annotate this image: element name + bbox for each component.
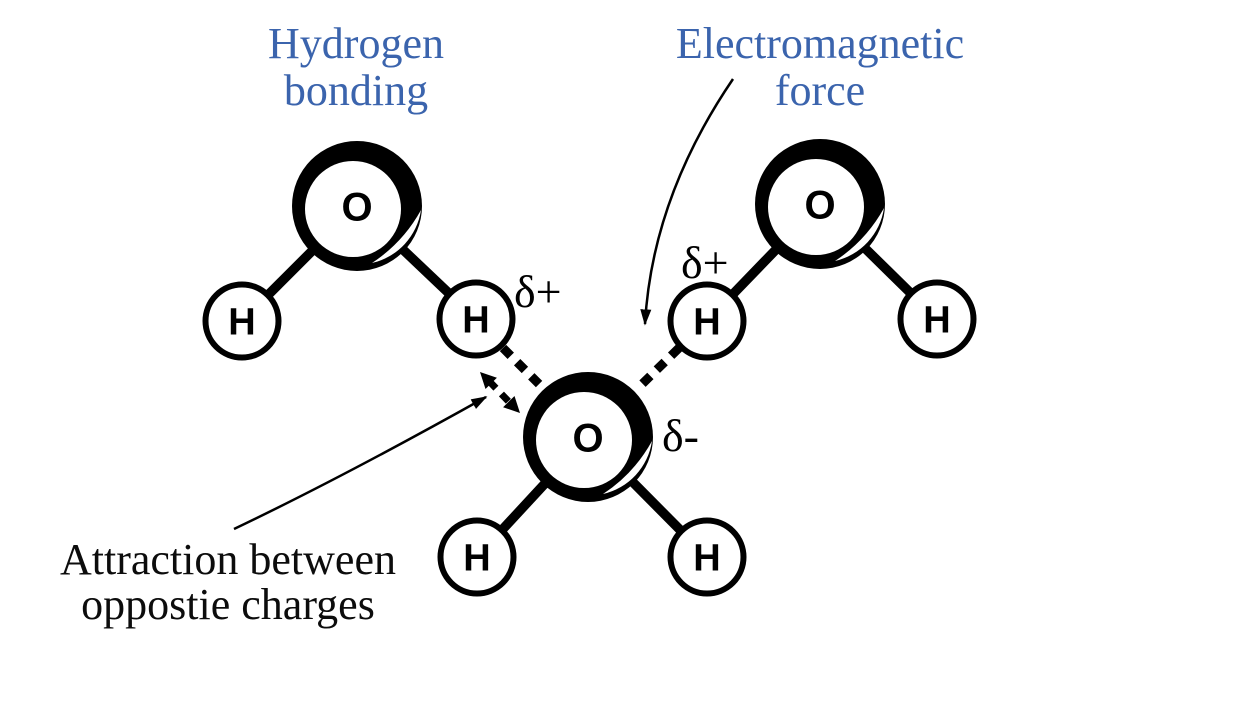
hydrogen-label: H	[228, 302, 255, 344]
hydrogen-label: H	[923, 300, 950, 342]
oxygen-circle-inner	[305, 161, 401, 257]
oxygen-label: O	[341, 186, 372, 230]
delta-plus-right-label: δ+	[681, 237, 729, 288]
hydrogen-atom: H	[667, 517, 747, 597]
water-molecule-top-left: H H O	[202, 141, 516, 361]
arrowhead-up-icon	[480, 372, 497, 389]
water-molecule-center: H H O	[437, 372, 747, 597]
oxygen-atom: O	[755, 139, 885, 269]
hydrogen-bond-left	[499, 344, 550, 395]
electromagnetic-force-caption-line1: Electromagnetic	[676, 19, 964, 68]
hydrogen-atom: H	[437, 517, 517, 597]
oxygen-label: O	[572, 417, 603, 461]
hydrogen-bonding-caption-line1: Hydrogen	[268, 19, 444, 68]
arrowhead-down-icon	[503, 396, 520, 413]
hydrogen-atom: H	[667, 281, 747, 361]
hydrogen-circle	[202, 281, 282, 361]
attraction-pointer-arrow	[233, 395, 488, 531]
oxygen-circle-inner	[536, 392, 632, 488]
delta-plus-left-label: δ+	[514, 266, 562, 317]
double-headed-arrow	[480, 372, 520, 413]
double-arrow-shaft	[486, 378, 514, 407]
attraction-caption-line2: oppostie charges	[81, 580, 375, 629]
oxygen-atom: O	[523, 372, 653, 502]
hydrogen-bond-right	[633, 344, 683, 393]
hydrogen-atom: H	[202, 281, 282, 361]
hydrogen-circle	[667, 517, 747, 597]
delta-minus-label: δ-	[662, 410, 699, 461]
hydrogen-label: H	[693, 302, 720, 344]
oxygen-atom: O	[292, 141, 422, 271]
oxygen-circle-inner	[768, 159, 864, 255]
attraction-caption-line1: Attraction between	[60, 535, 396, 584]
hydrogen-label: H	[463, 538, 490, 580]
hydrogen-label: H	[462, 300, 489, 342]
hydrogen-label: H	[693, 538, 720, 580]
hydrogen-circle	[437, 517, 517, 597]
hydrogen-circle	[897, 279, 977, 359]
electromagnetic-force-pointer-arrow	[640, 78, 735, 326]
hydrogen-bonding-caption-line2: bonding	[284, 66, 428, 115]
water-molecule-top-right: H H O	[667, 139, 977, 361]
hydrogen-circle	[667, 281, 747, 361]
hydrogen-atom: H	[897, 279, 977, 359]
oxygen-label: O	[804, 184, 835, 228]
hydrogen-circle	[436, 279, 516, 359]
electromagnetic-force-caption-line2: force	[775, 66, 865, 115]
hydrogen-atom: H	[436, 279, 516, 359]
